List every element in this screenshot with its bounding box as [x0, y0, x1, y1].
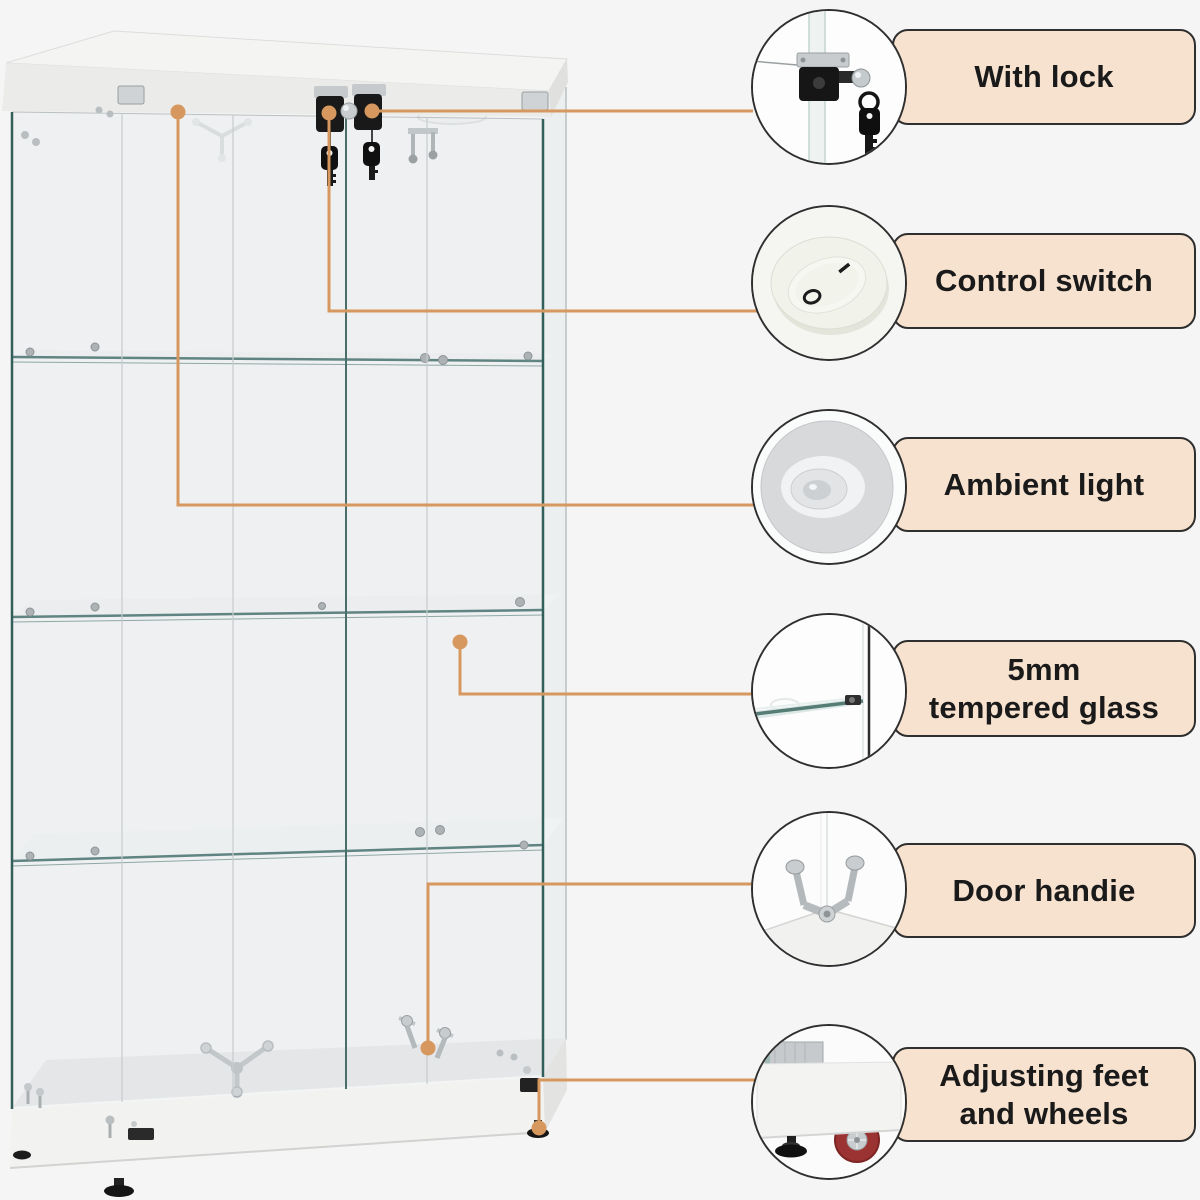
adjusting-feet-pill: Adjusting feet and wheels — [892, 1047, 1196, 1142]
bottom-hardware — [24, 1049, 540, 1140]
foot-and-wheel-icon — [753, 1026, 905, 1178]
control-switch-detail-circle — [751, 205, 907, 361]
tempered-glass-label: 5mm tempered glass — [928, 651, 1160, 725]
connector-ambient-light — [176, 112, 754, 507]
lock-and-keys-icon — [753, 11, 905, 163]
adjusting-feet-label: Adjusting feet and wheels — [939, 1057, 1149, 1131]
ambient-light-pill: Ambient light — [892, 437, 1196, 532]
door-handles-icon — [753, 813, 905, 965]
connector-control-switch — [327, 113, 757, 313]
tempered-glass-pill: 5mm tempered glass — [892, 640, 1196, 737]
ambient-light-label: Ambient light — [943, 466, 1145, 502]
ceiling-u-bracket — [408, 128, 438, 164]
control-switch-label: Control switch — [934, 263, 1154, 299]
door-handle-detail-circle — [751, 811, 907, 967]
door-handle-label: Door handie — [952, 872, 1136, 908]
top-hinges — [21, 85, 549, 146]
floor-y-bracket — [200, 1040, 274, 1098]
with-lock-pill: With lock — [892, 29, 1196, 125]
connector-door-handle — [426, 882, 752, 1048]
tempered-glass-detail-circle — [751, 613, 907, 769]
recessed-light-icon — [753, 411, 905, 563]
rocker-switch-icon — [753, 207, 905, 359]
cabinet-top-board — [2, 30, 568, 117]
connector-dots — [170, 103, 547, 1136]
control-switch-pill: Control switch — [892, 233, 1196, 329]
cabinet-right-panel — [543, 87, 567, 1077]
glass-shelf-icon — [753, 615, 905, 767]
door-handles — [398, 1015, 454, 1059]
connector-tempered-glass — [458, 642, 752, 696]
glass-shelf-3 — [11, 818, 563, 867]
ceiling-y-bracket — [192, 118, 252, 162]
adjusting-feet-detail-circle — [751, 1024, 907, 1180]
connector-adjusting-feet — [537, 1078, 755, 1128]
glass-doors — [10, 111, 545, 1109]
with-lock-detail-circle — [751, 9, 907, 165]
glass-shelf-2 — [11, 594, 561, 623]
connector-lines — [176, 109, 757, 1128]
shelf-clamps — [25, 342, 533, 861]
ambient-light-detail-circle — [751, 409, 907, 565]
door-handle-pill: Door handie — [892, 843, 1196, 938]
with-lock-label: With lock — [974, 59, 1114, 95]
